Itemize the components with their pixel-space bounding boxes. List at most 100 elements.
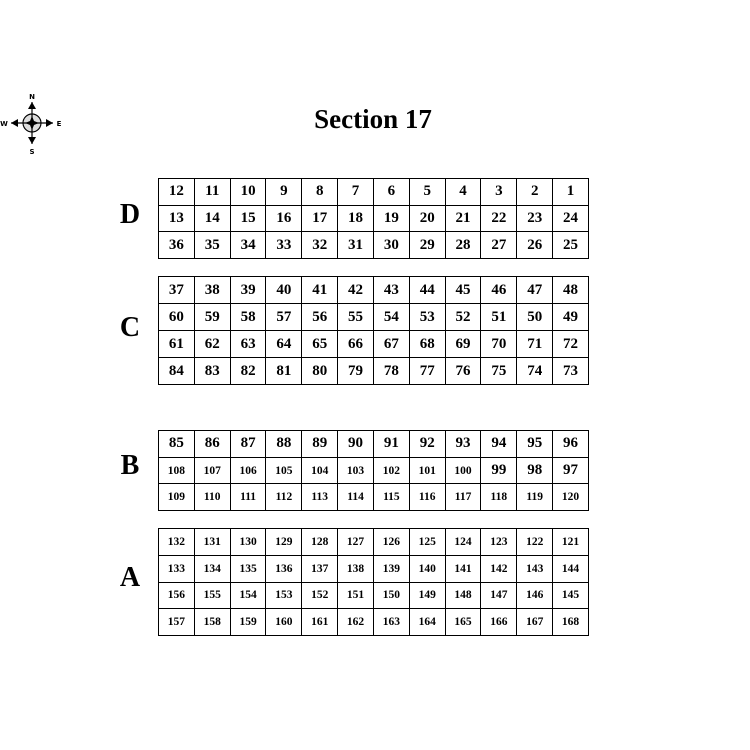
plot-cell: 43 — [372, 276, 410, 304]
section-label-d: D — [119, 199, 141, 230]
plot-cell: 69 — [444, 330, 482, 358]
plot-cell: 64 — [265, 330, 303, 358]
plot-cell: 126 — [372, 528, 410, 556]
plot-cell: 144 — [552, 554, 589, 583]
plot-cell: 156 — [158, 581, 195, 610]
plot-cell: 95 — [516, 430, 554, 458]
plot-cell: 81 — [265, 357, 303, 385]
plot-cell: 8 — [301, 178, 339, 206]
plot-cell: 118 — [480, 483, 518, 512]
plot-cell: 71 — [516, 330, 554, 358]
plot-cell: 47 — [516, 276, 554, 304]
plot-cell: 115 — [372, 483, 410, 512]
plot-cell: 91 — [372, 430, 410, 458]
plot-cell: 28 — [444, 231, 482, 260]
plot-cell: 42 — [337, 276, 374, 304]
plot-cell: 161 — [301, 608, 339, 636]
plot-cell: 55 — [337, 303, 374, 331]
plot-cell: 46 — [480, 276, 518, 304]
plot-cell: 111 — [229, 483, 267, 512]
plot-cell: 142 — [480, 554, 518, 583]
plot-cell: 2 — [516, 178, 554, 206]
plot-cell: 93 — [444, 430, 482, 458]
plot-cell: 52 — [444, 303, 482, 331]
plot-cell: 122 — [516, 528, 554, 556]
plot-cell: 131 — [193, 528, 231, 556]
plot-cell: 13 — [158, 204, 195, 233]
plot-cell: 110 — [193, 483, 231, 512]
plot-cell: 167 — [516, 608, 554, 636]
plot-cell: 114 — [337, 483, 374, 512]
plot-cell: 130 — [229, 528, 267, 556]
plot-cell: 5 — [408, 178, 446, 206]
plot-cell: 153 — [265, 581, 303, 610]
plot-cell: 75 — [480, 357, 518, 385]
plot-cell: 98 — [516, 456, 554, 485]
plot-cell: 103 — [337, 456, 374, 485]
plot-cell: 66 — [337, 330, 374, 358]
plot-cell: 148 — [444, 581, 482, 610]
plot-cell: 151 — [337, 581, 374, 610]
plot-cell: 74 — [516, 357, 554, 385]
plot-cell: 96 — [552, 430, 589, 458]
plot-cell: 124 — [444, 528, 482, 556]
plot-cell: 164 — [408, 608, 446, 636]
plot-cell: 54 — [372, 303, 410, 331]
plot-cell: 35 — [193, 231, 231, 260]
plot-cell: 102 — [372, 456, 410, 485]
plot-cell: 154 — [229, 581, 267, 610]
plot-cell: 141 — [444, 554, 482, 583]
compass-rose-icon: N S W E — [0, 93, 62, 156]
plot-cell: 41 — [301, 276, 339, 304]
plot-cell: 137 — [301, 554, 339, 583]
plot-cell: 76 — [444, 357, 482, 385]
plot-cell: 127 — [337, 528, 374, 556]
plot-cell: 87 — [229, 430, 267, 458]
plot-cell: 147 — [480, 581, 518, 610]
plot-cell: 18 — [337, 204, 374, 233]
plot-cell: 39 — [229, 276, 267, 304]
plot-cell: 4 — [444, 178, 482, 206]
plot-cell: 135 — [229, 554, 267, 583]
plot-cell: 59 — [193, 303, 231, 331]
plot-cell: 145 — [552, 581, 589, 610]
plot-cell: 65 — [301, 330, 339, 358]
plot-cell: 14 — [193, 204, 231, 233]
compass-n: N — [29, 93, 35, 101]
plot-cell: 31 — [337, 231, 374, 260]
plot-cell: 79 — [337, 357, 374, 385]
plot-cell: 128 — [301, 528, 339, 556]
plot-cell: 3 — [480, 178, 518, 206]
plot-cell: 51 — [480, 303, 518, 331]
plot-cell: 136 — [265, 554, 303, 583]
compass-e: E — [57, 120, 62, 128]
plot-cell: 10 — [229, 178, 267, 206]
plot-cell: 26 — [516, 231, 554, 260]
plot-cell: 68 — [408, 330, 446, 358]
section-label-b: B — [120, 450, 140, 481]
plot-cell: 60 — [158, 303, 195, 331]
plot-cell: 163 — [372, 608, 410, 636]
plot-cell: 159 — [229, 608, 267, 636]
compass-s: S — [29, 148, 34, 156]
plot-cell: 7 — [337, 178, 374, 206]
plot-cell: 129 — [265, 528, 303, 556]
plot-cell: 83 — [193, 357, 231, 385]
plot-cell: 34 — [229, 231, 267, 260]
plot-cell: 1 — [552, 178, 589, 206]
plot-cell: 24 — [552, 204, 589, 233]
plot-cell: 165 — [444, 608, 482, 636]
